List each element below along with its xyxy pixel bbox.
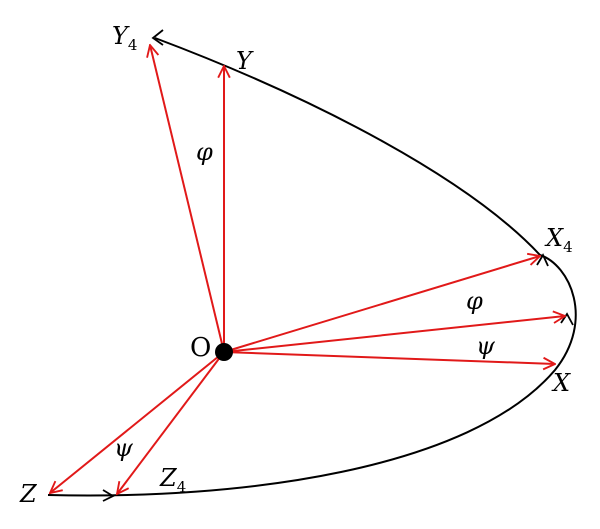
curve-arrow-bottom	[102, 489, 115, 502]
psi-angle-label-right: ψ	[476, 332, 496, 360]
curve-arrow-top	[151, 29, 164, 46]
psi-angle-label-bottom: ψ	[114, 434, 134, 462]
y-label: Y	[236, 47, 254, 75]
y4-label: Y4	[112, 22, 137, 54]
y4-axis	[150, 45, 225, 353]
x4-axis	[223, 256, 540, 353]
origin-point	[215, 343, 233, 361]
z-label: Z	[19, 480, 38, 508]
phi-angle-label-top: φ	[196, 138, 213, 166]
z-axis	[50, 351, 225, 493]
x-label: X	[551, 369, 571, 397]
x-axis	[223, 351, 555, 364]
intermediate-axis	[223, 316, 565, 353]
phi-angle-label-right: φ	[466, 287, 483, 315]
x4-label: X4	[544, 224, 573, 256]
axis-vectors	[50, 45, 565, 494]
z4-axis	[117, 351, 225, 494]
z4-label: Z4	[159, 464, 186, 496]
origin-label: O	[190, 333, 211, 363]
rotation-curve	[47, 37, 577, 497]
